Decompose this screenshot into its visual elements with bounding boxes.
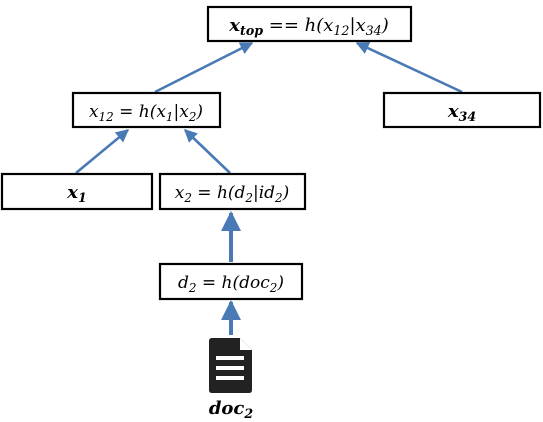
x-top-rest3: ): [381, 15, 389, 36]
x34-sub: 34: [459, 109, 477, 124]
x-top-main: x: [228, 15, 240, 36]
document-icon: [209, 338, 252, 393]
x2-sub3: 2: [274, 191, 283, 205]
x12-sub3: 2: [188, 110, 197, 124]
x12-sub2: 1: [166, 110, 174, 124]
svg-text:x1: x1: [66, 182, 87, 205]
d2-sub: 2: [188, 281, 197, 295]
x-top-sub3: 34: [366, 23, 382, 38]
svg-text:x2 = h(d2|id2): x2 = h(d2|id2): [175, 183, 290, 205]
doc-main: doc: [209, 398, 245, 419]
node-d2: d2 = h(doc2): [158, 262, 304, 301]
x12-sub: 12: [99, 110, 114, 124]
x12-rest3: ): [195, 102, 203, 122]
node-x2: x2 = h(d2|id2): [158, 172, 307, 211]
x2-sub: 2: [183, 191, 192, 205]
x2-sub2: 2: [244, 191, 253, 205]
x1-main: x: [66, 182, 78, 203]
d2-rest2: ): [276, 273, 284, 293]
doc-sub: 2: [243, 406, 253, 421]
x12-main: x: [89, 102, 99, 122]
svg-text:d2 = h(doc2): d2 = h(doc2): [178, 273, 284, 295]
d2-rest: = h(doc: [196, 273, 270, 293]
d2-sub2: 2: [269, 281, 278, 295]
x2-rest2: |id: [253, 183, 275, 203]
d2-main: d: [178, 273, 189, 293]
x12-rest: = h(x: [114, 102, 167, 122]
x2-rest: = h(d: [192, 183, 246, 203]
node-x34: x34: [382, 91, 542, 129]
node-x12: x12 = h(x1|x2): [71, 91, 222, 129]
x2-rest3: ): [282, 183, 290, 203]
arrow-x2-to-x12: [184, 129, 231, 174]
x-top-sub: top: [240, 23, 263, 38]
x-top-sub2: 12: [333, 23, 349, 38]
arrow-x34-to-top: [355, 41, 463, 94]
x-top-rest: == h(x: [263, 15, 333, 36]
x2-main: x: [175, 183, 185, 203]
x12-rest2: |x: [174, 102, 190, 122]
x1-sub: 1: [78, 190, 87, 205]
node-x1: x1: [0, 172, 154, 211]
x34-main: x: [447, 101, 459, 122]
edges: [75, 41, 463, 335]
node-x-top: xtop == h(x12|x34): [206, 5, 413, 43]
x-top-rest2: |x: [349, 15, 365, 36]
svg-text:xtop == h(x12|x34): xtop == h(x12|x34): [228, 15, 388, 38]
svg-text:x12 = h(x1|x2): x12 = h(x1|x2): [89, 102, 203, 124]
arrow-x12-to-top: [154, 41, 254, 94]
document-caption: doc2: [209, 398, 254, 421]
arrow-x1-to-x12: [75, 128, 130, 175]
svg-text:x34: x34: [447, 101, 476, 124]
